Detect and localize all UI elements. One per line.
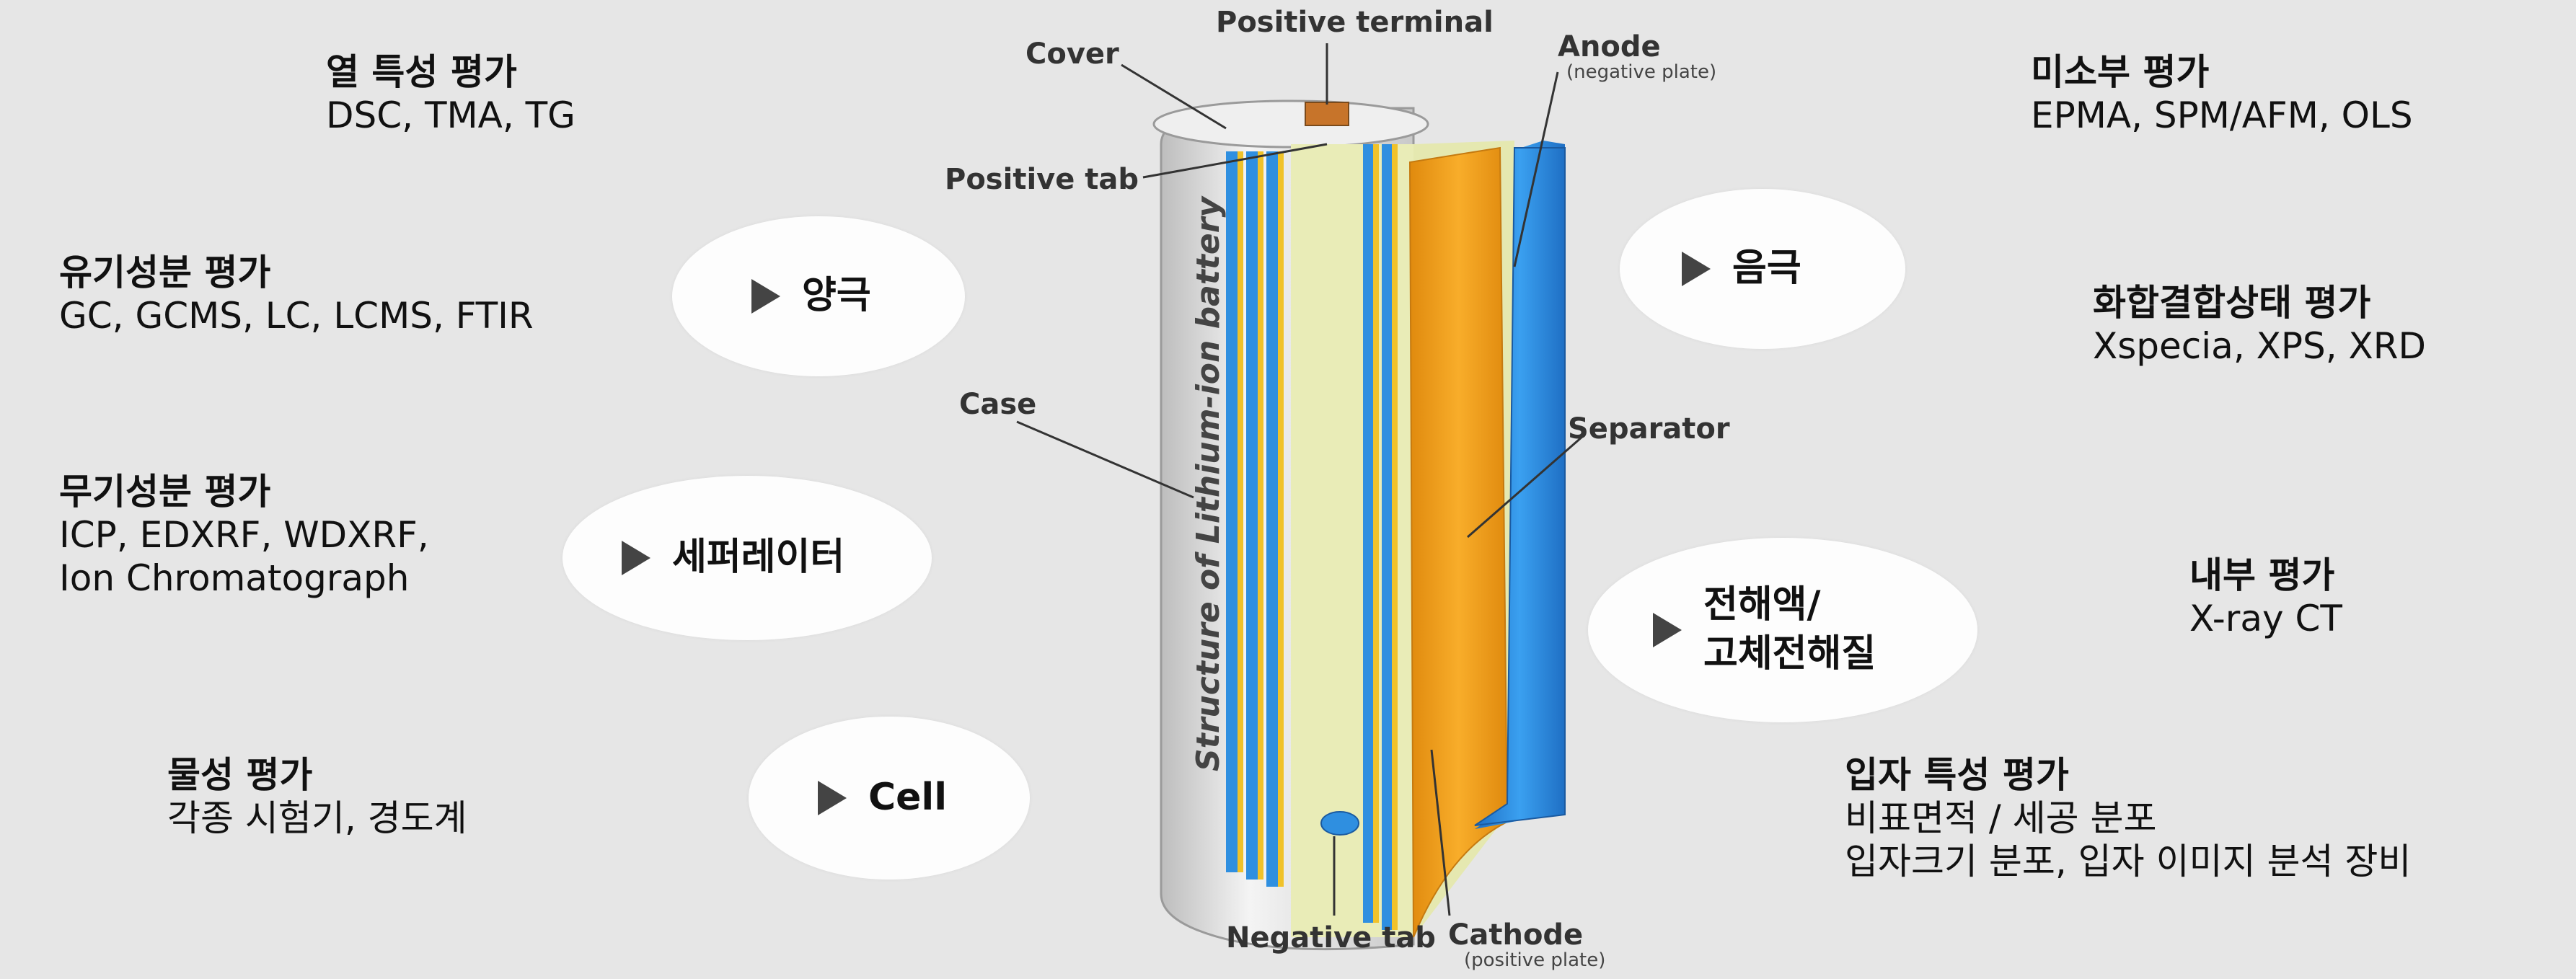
- leader-anode: [1513, 71, 1559, 267]
- inorganic-evaluation: 무기성분 평가 ICP, EDXRF, WDXRF, Ion Chromatog…: [59, 470, 429, 600]
- leader-separator: [1467, 435, 1584, 539]
- inorganic-evaluation-methods-line1: ICP, EDXRF, WDXRF,: [59, 514, 429, 556]
- play-arrow-icon: [1653, 613, 1682, 647]
- organic-evaluation-title: 유기성분 평가: [59, 252, 271, 293]
- microstructure-evaluation-methods: EPMA, SPM/AFM, OLS: [2031, 94, 2413, 136]
- physical-evaluation: 물성 평가 각종 시험기, 경도계: [167, 753, 467, 840]
- bonding-evaluation-methods: Xspecia, XPS, XRD: [2093, 325, 2427, 367]
- organic-evaluation: 유기성분 평가 GC, GCMS, LC, LCMS, FTIR: [59, 251, 534, 337]
- positive-terminal-cap: [1305, 102, 1349, 126]
- inorganic-evaluation-methods-line2: Ion Chromatograph: [59, 557, 410, 599]
- label-positive-tab: Positive tab: [945, 163, 1139, 196]
- play-arrow-icon: [622, 541, 650, 575]
- thermal-evaluation-title: 열 특성 평가: [326, 51, 517, 93]
- internal-evaluation-methods: X-ray CT: [2189, 598, 2342, 639]
- particle-evaluation-title: 입자 특성 평가: [1845, 754, 2069, 796]
- layer-strip: [1278, 151, 1284, 887]
- anode-plate-front: [1474, 147, 1566, 826]
- separator-bubble-label: 세퍼레이터: [672, 536, 845, 580]
- anode-bubble-label: 음극: [1732, 247, 1801, 291]
- particle-evaluation: 입자 특성 평가 비표면적 / 세공 분포 입자크기 분포, 입자 이미지 분석…: [1845, 753, 2411, 883]
- play-arrow-icon: [1682, 252, 1711, 286]
- battery-vertical-text: Structure of Lithium-ion battery: [1190, 195, 1227, 771]
- leader-cover: [1121, 63, 1227, 130]
- label-separator: Separator: [1568, 412, 1730, 446]
- particle-evaluation-methods-line2: 입자크기 분포, 입자 이미지 분석 장비: [1845, 841, 2412, 882]
- battery-top-cover: [1152, 99, 1429, 149]
- wound-layers: [1226, 144, 1398, 930]
- layer-strip: [1226, 151, 1238, 872]
- physical-evaluation-methods: 각종 시험기, 경도계: [167, 797, 467, 839]
- layer-strip: [1258, 151, 1263, 880]
- leader-cathode: [1430, 749, 1451, 916]
- label-case: Case: [959, 388, 1036, 421]
- bonding-evaluation-title: 화합결합상태 평가: [2093, 282, 2371, 324]
- cell-bubble[interactable]: Cell: [749, 717, 1030, 880]
- anode-bubble[interactable]: 음극: [1620, 189, 1905, 349]
- cell-bubble-label: Cell: [868, 776, 948, 820]
- thermal-evaluation-methods: DSC, TMA, TG: [326, 94, 575, 136]
- separator-bubble[interactable]: 세퍼레이터: [563, 476, 932, 640]
- internal-evaluation-title: 내부 평가: [2189, 554, 2335, 596]
- label-positive-terminal: Positive terminal: [1216, 6, 1494, 39]
- electrolyte-bubble-label: 전해액/ 고체전해질: [1703, 583, 1876, 675]
- layer-strip: [1382, 144, 1392, 930]
- negative-tab: [1320, 811, 1359, 836]
- inorganic-evaluation-title: 무기성분 평가: [59, 471, 271, 513]
- layer-strip: [1392, 144, 1398, 930]
- play-arrow-icon: [818, 781, 847, 815]
- thermal-evaluation: 열 특성 평가 DSC, TMA, TG: [326, 50, 575, 137]
- layer-strip: [1246, 151, 1258, 880]
- organic-evaluation-methods: GC, GCMS, LC, LCMS, FTIR: [59, 295, 534, 337]
- layer-strip: [1363, 144, 1373, 923]
- physical-evaluation-title: 물성 평가: [167, 754, 313, 796]
- layer-strip: [1238, 151, 1243, 872]
- layer-strip: [1266, 151, 1278, 887]
- label-cathode: Cathode: [1448, 918, 1583, 952]
- electrolyte-bubble[interactable]: 전해액/ 고체전해질: [1588, 538, 1977, 722]
- leader-case: [1016, 420, 1194, 499]
- leader-positive-tab: [1142, 143, 1328, 179]
- layer-strip: [1373, 144, 1379, 923]
- label-anode: Anode: [1558, 30, 1661, 63]
- particle-evaluation-methods-line1: 비표면적 / 세공 분포: [1845, 797, 2157, 839]
- label-negative-tab: Negative tab: [1226, 921, 1436, 954]
- label-cover: Cover: [1025, 37, 1119, 71]
- microstructure-evaluation: 미소부 평가 EPMA, SPM/AFM, OLS: [2031, 50, 2413, 137]
- microstructure-evaluation-title: 미소부 평가: [2031, 51, 2210, 93]
- internal-evaluation: 내부 평가 X-ray CT: [2189, 554, 2342, 640]
- label-anode-sub: (negative plate): [1566, 61, 1716, 83]
- bonding-evaluation: 화합결합상태 평가 Xspecia, XPS, XRD: [2093, 281, 2426, 368]
- leader-lines: [1016, 43, 1584, 916]
- cathode-bubble-label: 양극: [802, 274, 871, 318]
- cathode-bubble[interactable]: 양극: [672, 216, 965, 376]
- label-cathode-sub: (positive plate): [1464, 949, 1605, 971]
- play-arrow-icon: [751, 279, 780, 314]
